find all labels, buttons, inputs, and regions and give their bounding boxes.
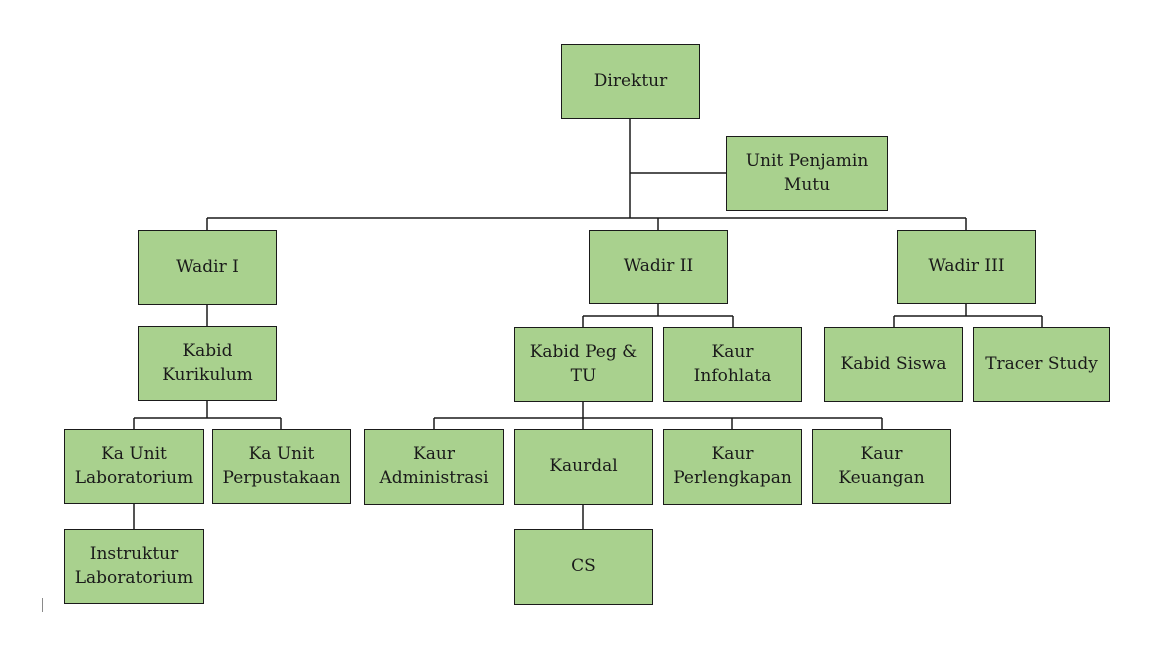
node-tracer-study-label: Tracer Study [985, 353, 1098, 374]
node-tracer-study: Tracer Study [973, 327, 1110, 402]
node-kaur-infohlata-label: Kaur Infohlata [693, 341, 772, 386]
node-kaur-administrasi: Kaur Administrasi [364, 429, 504, 505]
node-kaurdal-label: Kaurdal [549, 456, 618, 477]
node-kaur-administrasi-label: Kaur Administrasi [379, 444, 489, 488]
node-kabid-peg-tu-label: Kabid Peg & TU [529, 341, 638, 386]
node-ka-unit-perpustakaan: Ka Unit Perpustakaan [212, 429, 351, 504]
node-ka-unit-laboratorium: Ka Unit Laboratorium [64, 429, 204, 504]
node-unit-penjamin-mutu: Unit Penjamin Mutu [726, 136, 888, 211]
node-direktur: Direktur [561, 44, 700, 119]
node-kaur-perlengkapan-label: Kaur Perlengkapan [673, 444, 792, 488]
node-wadir-1: Wadir I [138, 230, 277, 305]
node-kabid-kurikulum-label: Kabid Kurikulum [162, 340, 253, 385]
node-cs: CS [514, 529, 653, 605]
node-unit-penjamin-mutu-label: Unit Penjamin Mutu [745, 150, 869, 195]
node-instruktur-laboratorium-label: Instruktur Laboratorium [74, 543, 194, 588]
node-cs-label: CS [571, 556, 596, 577]
text-cursor-mark [42, 598, 43, 612]
node-wadir-3-label: Wadir III [928, 256, 1005, 277]
node-ka-unit-laboratorium-label: Ka Unit Laboratorium [74, 443, 194, 488]
node-kabid-peg-tu: Kabid Peg & TU [514, 327, 653, 402]
node-kaurdal: Kaurdal [514, 429, 653, 505]
node-kaur-keuangan-label: Kaur Keuangan [838, 443, 925, 488]
node-kabid-siswa: Kabid Siswa [824, 327, 963, 402]
node-ka-unit-perpustakaan-label: Ka Unit Perpustakaan [222, 443, 341, 488]
node-wadir-2: Wadir II [589, 230, 728, 304]
node-wadir-2-label: Wadir II [623, 256, 694, 277]
node-kabid-kurikulum: Kabid Kurikulum [138, 326, 277, 401]
node-instruktur-laboratorium: Instruktur Laboratorium [64, 529, 204, 604]
node-wadir-1-label: Wadir I [176, 256, 239, 277]
node-wadir-3: Wadir III [897, 230, 1036, 304]
node-kaur-perlengkapan: Kaur Perlengkapan [663, 429, 802, 505]
node-kaur-keuangan: Kaur Keuangan [812, 429, 951, 504]
node-kaur-infohlata: Kaur Infohlata [663, 327, 802, 402]
node-direktur-label: Direktur [593, 70, 668, 91]
node-kabid-siswa-label: Kabid Siswa [840, 353, 947, 374]
